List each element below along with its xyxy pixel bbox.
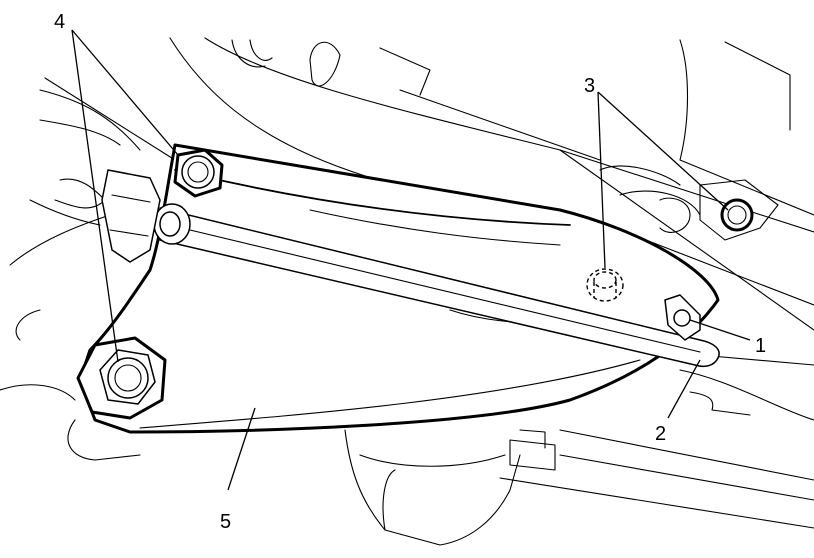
background-structure [0, 37, 814, 546]
callout-4: 4 [54, 11, 65, 33]
callout-labels: 4 3 1 2 5 [54, 11, 766, 533]
pivot-bolt-upper [173, 148, 224, 198]
leader-lines [71, 29, 751, 491]
callout-5: 5 [220, 511, 231, 533]
clip-nut [664, 294, 701, 341]
callout-1: 1 [755, 335, 766, 357]
connecting-rod [101, 169, 720, 368]
pivot-bolt-lower [76, 336, 167, 420]
motor-bolt-hidden [586, 268, 624, 302]
callout-3: 3 [584, 75, 595, 97]
callout-2: 2 [655, 423, 666, 445]
motor-bolt-visible [720, 198, 754, 232]
